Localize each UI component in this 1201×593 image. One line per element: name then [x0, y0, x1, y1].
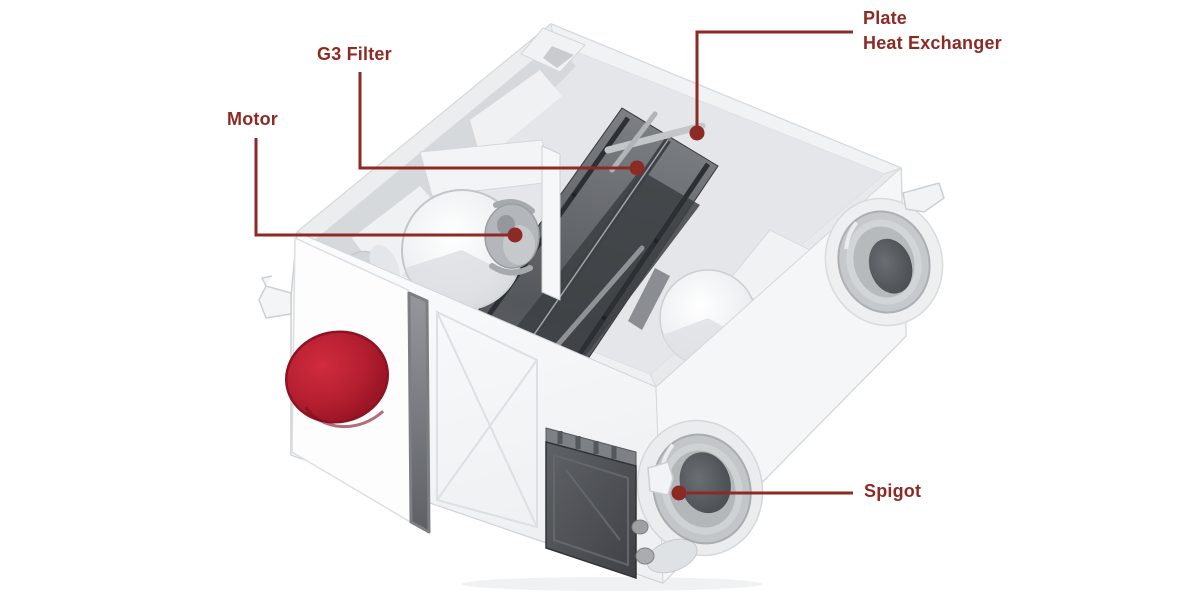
- cable-gland: [631, 519, 649, 535]
- red-intake-port: [284, 330, 390, 424]
- leader-dot-spigot: [671, 485, 687, 501]
- label-plate-heat-exchanger-line1: Plate: [863, 8, 908, 28]
- interior-funnel-top: [470, 70, 562, 162]
- duct-mouth: [646, 538, 698, 574]
- spigot-lower: [652, 433, 752, 545]
- fan-mount-plate: [541, 145, 561, 301]
- label-g3-filter: G3 Filter: [317, 44, 392, 64]
- filter-slot: [407, 291, 431, 534]
- cable-gland: [635, 547, 655, 565]
- front-brace-panel: [436, 310, 538, 529]
- spigot-upper: [837, 210, 931, 314]
- spigot-upper-tab: [902, 182, 945, 213]
- label-spigot: Spigot: [864, 481, 922, 501]
- fan-left-assembly: [401, 139, 561, 311]
- leader-plate-heat-exchanger: [695, 30, 853, 126]
- label-plate-heat-exchanger-line2: Heat Exchanger: [863, 33, 1002, 53]
- mounting-tab-left: [258, 285, 292, 319]
- leader-dot-motor: [507, 227, 523, 243]
- spigot-lower-tab: [647, 461, 674, 496]
- leader-motor: [254, 138, 508, 237]
- exchanger-strut: [545, 245, 645, 359]
- label-plate-heat-exchanger: Plate Heat Exchanger: [863, 6, 1002, 56]
- leader-dot-plate-heat-exchanger: [689, 125, 705, 141]
- leader-g3-filter: [358, 72, 630, 170]
- label-motor: Motor: [227, 109, 278, 129]
- corner-tower: [520, 27, 586, 73]
- junction-box: [545, 427, 655, 580]
- exchanger-bracket: [604, 122, 706, 154]
- ground-shadow: [462, 577, 762, 591]
- leader-dot-g3-filter: [629, 160, 645, 176]
- leader-lines: [254, 30, 853, 501]
